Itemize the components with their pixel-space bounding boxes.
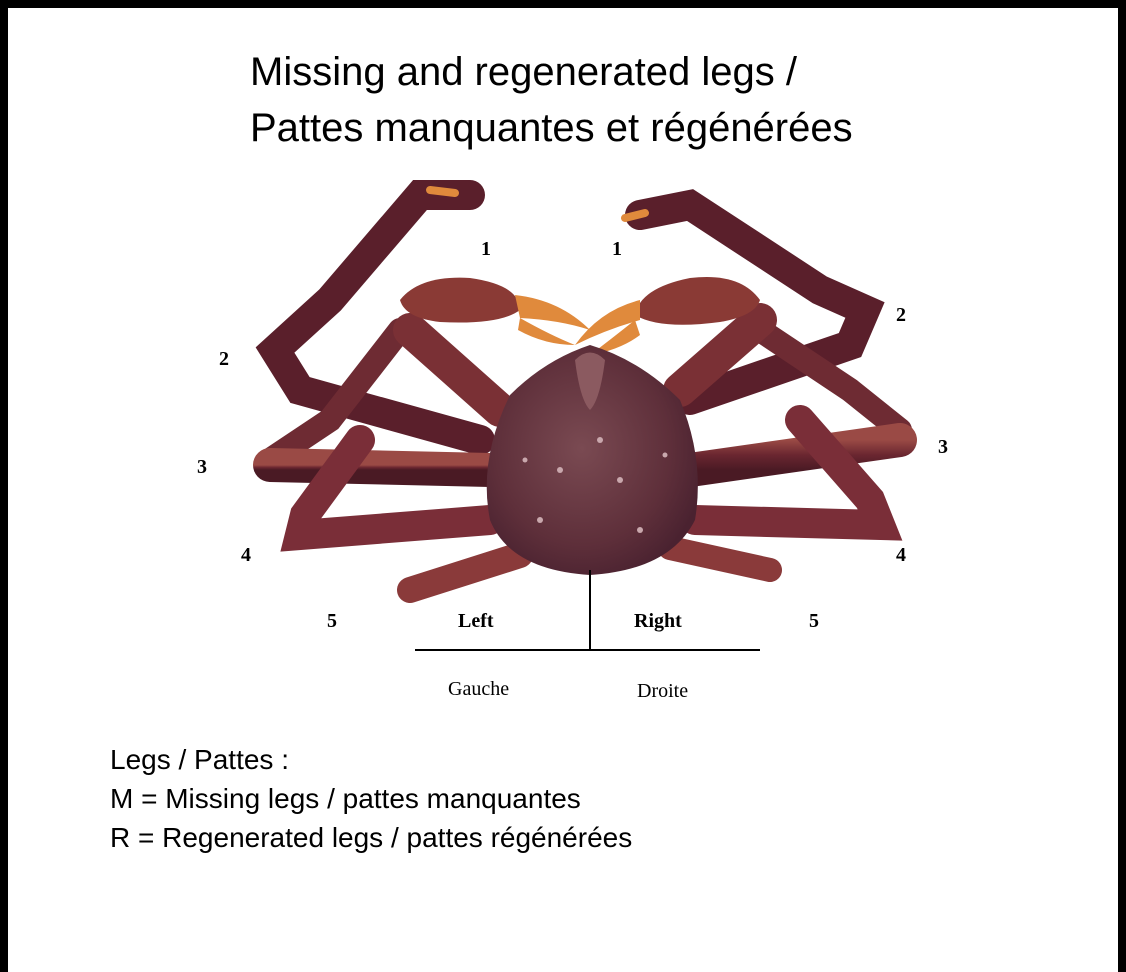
crab-carapace [487, 345, 698, 575]
legend-heading: Legs / Pattes : [110, 740, 632, 779]
leg-number-right-1: 1 [612, 238, 622, 261]
legend: Legs / Pattes : M = Missing legs / patte… [110, 740, 632, 857]
side-label-left: Left [458, 610, 494, 633]
leg-number-left-4: 4 [241, 544, 251, 567]
leg-number-left-1: 1 [481, 238, 491, 261]
side-label-right: Right [634, 610, 682, 633]
leg-number-right-4: 4 [896, 544, 906, 567]
side-label-right-fr: Droite [637, 680, 688, 703]
leg-number-left-3: 3 [197, 456, 207, 479]
leg-number-right-5: 5 [809, 610, 819, 633]
side-label-left-fr: Gauche [448, 678, 509, 701]
leg-number-left-5: 5 [327, 610, 337, 633]
legend-regenerated: R = Regenerated legs / pattes régénérées [110, 818, 632, 857]
legend-missing: M = Missing legs / pattes manquantes [110, 779, 632, 818]
leg-number-left-2: 2 [219, 348, 229, 371]
leg-number-right-2: 2 [896, 304, 906, 327]
crab-claws [400, 277, 760, 355]
leg-number-right-3: 3 [938, 436, 948, 459]
